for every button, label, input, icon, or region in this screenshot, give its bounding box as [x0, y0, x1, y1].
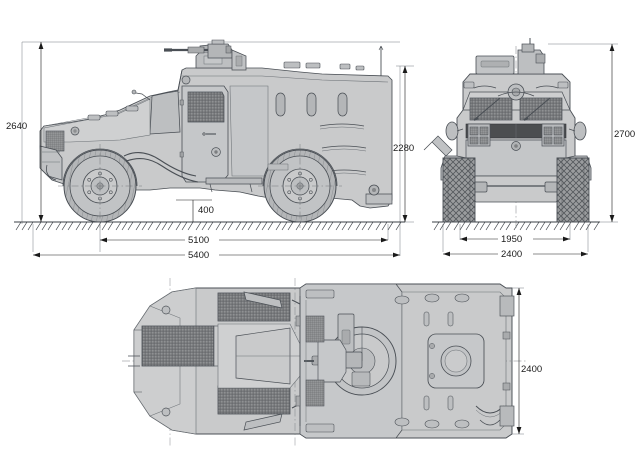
side-view-front-wheel	[58, 144, 142, 228]
rear-fitting-top	[499, 295, 515, 317]
mirror	[131, 89, 137, 95]
wiper-left	[473, 97, 501, 121]
roof-stowage-loops	[394, 293, 470, 429]
dim-label-2640: 2640	[6, 121, 27, 132]
top-view-dimensions: 2400	[512, 287, 542, 435]
door-window-grille	[187, 91, 225, 123]
dimension-overall-width-top: 2400	[516, 288, 542, 434]
tyre-left	[442, 157, 476, 223]
mirror-plan-left	[243, 291, 283, 309]
side-view: 2640 2280 400 5100	[6, 39, 414, 261]
front-view-tyres	[442, 157, 590, 223]
top-view: 2400	[122, 278, 542, 448]
dim-label-2400-front: 2400	[501, 249, 522, 260]
mirror-left	[445, 121, 464, 141]
rear-fitting-bottom	[499, 405, 515, 427]
side-view-rear-wheel	[258, 144, 342, 228]
dimension-track-width: 1950	[460, 233, 570, 245]
cab-side-grille-upper	[305, 315, 325, 343]
dim-label-2700: 2700	[614, 129, 635, 140]
dim-label-1950: 1950	[501, 234, 522, 245]
front-view-weapon-station	[463, 38, 569, 101]
side-view-weapon-station	[164, 39, 247, 85]
dim-label-400: 400	[198, 205, 214, 216]
side-view-ground-line	[14, 221, 405, 231]
side-view-dimensions: 2640 2280 400 5100	[6, 42, 414, 261]
crew-door	[229, 85, 269, 177]
dimension-overall-height-antenna: 2640	[6, 42, 44, 222]
radiator-grille-plan	[141, 325, 215, 367]
front-view-hull	[423, 73, 592, 203]
tyre-right	[556, 157, 590, 223]
dimension-hull-height: 2280	[393, 66, 414, 222]
windscreen-grille-right	[519, 97, 563, 121]
periscope	[181, 75, 191, 85]
front-view: 2700 1950 2400	[423, 38, 635, 260]
rear-roof-hatch	[427, 333, 485, 389]
dim-label-2400-top: 2400	[521, 364, 542, 375]
exhaust-pipe	[123, 151, 197, 177]
front-view-dimensions: 2700 1950 2400	[443, 44, 635, 260]
wiper-right	[523, 97, 551, 121]
dim-label-5100: 5100	[188, 235, 209, 246]
dim-label-5400: 5400	[188, 250, 209, 261]
headlamp-cluster-left	[467, 123, 491, 147]
headlamp-cluster-right	[541, 123, 565, 147]
mirror-plan-right	[243, 413, 283, 431]
windscreen-grille-left	[469, 97, 513, 121]
dim-label-2280: 2280	[393, 143, 414, 154]
windscreen-grille-plan-lower	[217, 385, 291, 415]
dimension-wheelbase-rear: 5100	[100, 234, 388, 246]
dimension-overall-length: 5400	[33, 249, 400, 261]
side-step	[205, 177, 263, 185]
turret-ring-plan	[304, 313, 397, 396]
dimension-overall-height-front: 2700	[609, 44, 635, 222]
mirror-right	[568, 121, 587, 141]
side-view-extension-lines	[21, 41, 414, 256]
dimension-ground-clearance: 400	[176, 199, 214, 222]
cab-side-grille-lower	[305, 379, 325, 407]
front-bumper	[39, 145, 63, 181]
vision-ports	[275, 92, 348, 117]
dimension-overall-width: 2400	[443, 248, 588, 260]
